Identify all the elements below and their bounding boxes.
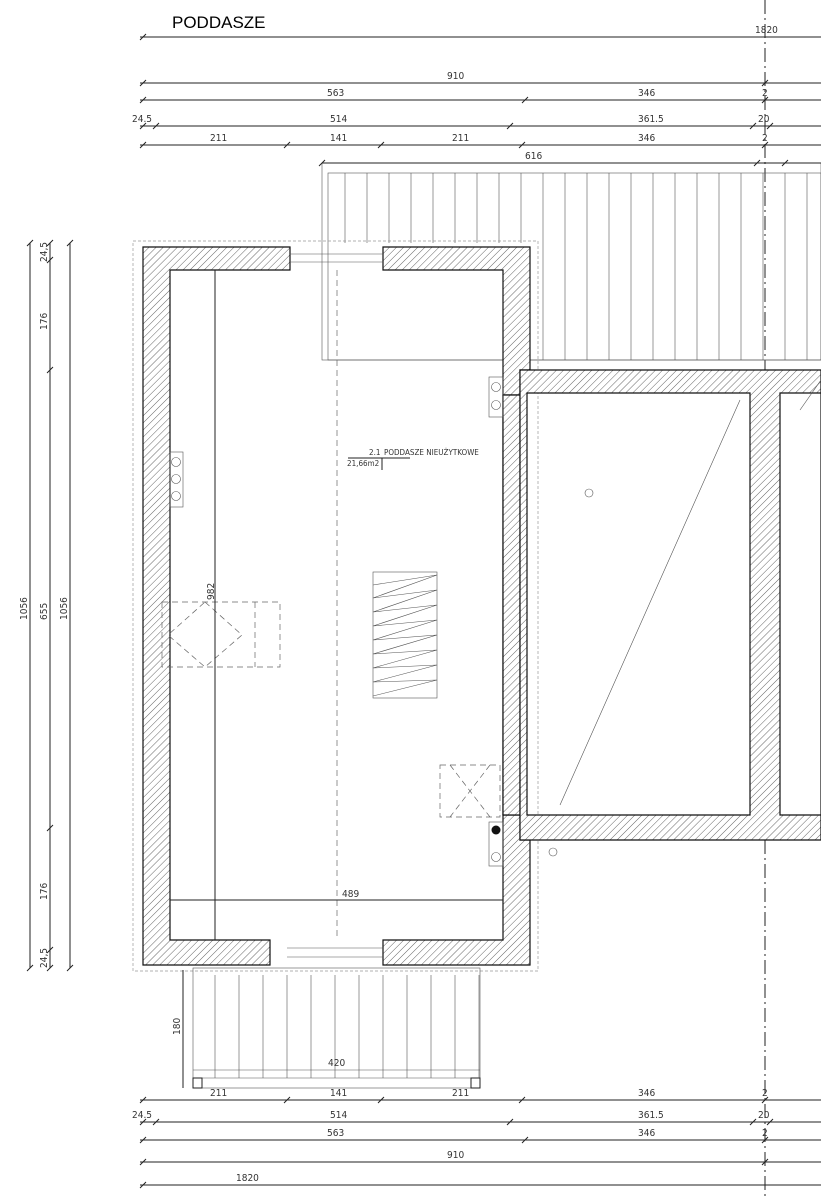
dimension-label: 211: [210, 133, 227, 144]
dimension-label: 141: [330, 133, 347, 144]
dimension-label: 514: [330, 114, 347, 125]
dimension-label: 1056: [19, 597, 30, 620]
dimension-label: 211: [452, 1088, 469, 1099]
dimension-tick: [318, 159, 326, 167]
dimension-label: 361.5: [638, 1110, 664, 1121]
dimension-tick: [46, 964, 54, 972]
dimension-label: 563: [327, 1128, 344, 1139]
dimension-tick: [761, 1136, 769, 1144]
dimension-tick: [139, 33, 147, 41]
dimension-label: 346: [638, 1128, 655, 1139]
dimension-tick: [152, 122, 160, 130]
dimension-label: 24.5: [132, 1110, 152, 1121]
dimension-label: 616: [525, 151, 542, 162]
dimension-tick: [139, 79, 147, 87]
room-area: 21,66m2: [347, 459, 379, 468]
dimension-label: 1056: [59, 597, 70, 620]
dimension-tick: [139, 122, 147, 130]
inner-width-dim: 489: [342, 889, 359, 900]
dimension-label: 514: [330, 1110, 347, 1121]
dimension-tick: [377, 1096, 385, 1104]
dimension-label: 20: [758, 1110, 770, 1121]
dimension-tick: [749, 122, 757, 130]
dimension-tick: [521, 1136, 529, 1144]
dimension-label: 346: [638, 88, 655, 99]
dimension-tick: [139, 1181, 147, 1189]
dimension-tick: [66, 964, 74, 972]
dimension-label: 361.5: [638, 114, 664, 125]
dimension-tick: [66, 239, 74, 247]
dimension-tick: [139, 1118, 147, 1126]
dimension-tick: [152, 1118, 160, 1126]
dimension-tick: [521, 96, 529, 104]
dimension-label: 176: [39, 313, 50, 330]
dimension-label: 141: [330, 1088, 347, 1099]
dimension-label: 24,5: [39, 242, 50, 262]
balcony-width-dim: 420: [328, 1058, 345, 1069]
dimension-tick: [749, 1118, 757, 1126]
dimension-label: 2: [762, 1128, 768, 1139]
dimension-label: 910: [447, 71, 464, 82]
room-number: 2.1: [369, 448, 380, 457]
dimension-label: 24.5: [132, 114, 152, 125]
dimension-tick: [139, 1158, 147, 1166]
dimension-tick: [26, 964, 34, 972]
dimension-tick: [283, 1096, 291, 1104]
dimension-tick: [46, 366, 54, 374]
dimension-tick: [781, 159, 789, 167]
dimension-tick: [46, 239, 54, 247]
dimension-label: 910: [447, 1150, 464, 1161]
dimension-label: 1820: [755, 25, 778, 36]
dimension-tick: [139, 1136, 147, 1144]
dimension-label: 2: [762, 88, 768, 99]
dimension-label: 2: [762, 1088, 768, 1099]
dimension-tick: [766, 1118, 774, 1126]
ventilation-ducts: [169, 376, 504, 867]
dimension-tick: [761, 141, 769, 149]
dimension-tick: [766, 122, 774, 130]
stairs: [372, 571, 438, 699]
adjacent-unit: [519, 369, 821, 857]
dimension-tick: [46, 946, 54, 954]
dimension-label: 211: [452, 133, 469, 144]
dimension-tick: [753, 159, 761, 167]
dimension-tick: [518, 141, 526, 149]
dimension-tick: [761, 1158, 769, 1166]
dimension-label: 1820: [236, 1173, 259, 1184]
dimension-tick: [377, 141, 385, 149]
inner-height-dim: 982: [206, 583, 217, 600]
dimension-tick: [139, 1096, 147, 1104]
plan-title: PODDASZE: [172, 13, 266, 32]
dimension-label: 2: [762, 133, 768, 144]
dimension-tick: [46, 824, 54, 832]
dimension-tick: [506, 1118, 514, 1126]
attic-walls: [132, 240, 539, 972]
dimension-label: 655: [39, 603, 50, 620]
dimension-label: 346: [638, 1088, 655, 1099]
dimension-tick: [26, 239, 34, 247]
dimension-label: 346: [638, 133, 655, 144]
dimension-tick: [518, 1096, 526, 1104]
top-balcony: [321, 162, 821, 361]
dimension-tick: [506, 122, 514, 130]
room-name: PODDASZE NIEUŻYTKOWE: [384, 447, 479, 457]
dimension-label: 176: [39, 883, 50, 900]
dimension-label: 24,5: [39, 948, 50, 968]
dimension-tick: [761, 96, 769, 104]
dimension-tick: [139, 96, 147, 104]
dimension-label: 20: [758, 114, 770, 125]
skylight-outline: [161, 601, 501, 818]
room-label: 2.1 PODDASZE NIEUŻYTKOWE 21,66m2: [347, 447, 479, 470]
dimension-tick: [761, 79, 769, 87]
balcony-depth-dim: 180: [172, 1018, 183, 1035]
bottom-balcony: [192, 967, 481, 1089]
dimension-tick: [46, 256, 54, 264]
dimension-tick: [761, 1096, 769, 1104]
dimension-tick: [283, 141, 291, 149]
dimension-tick: [139, 141, 147, 149]
dimension-label: 211: [210, 1088, 227, 1099]
dimension-label: 563: [327, 88, 344, 99]
